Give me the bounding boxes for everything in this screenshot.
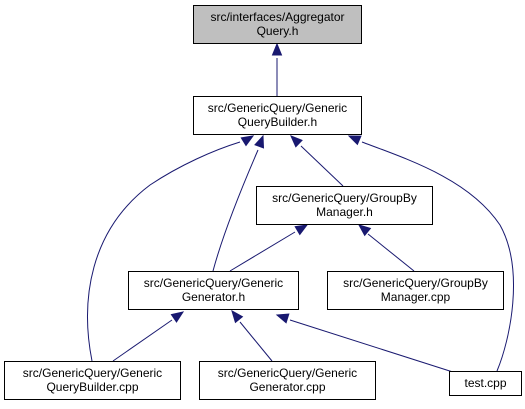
arrowhead: [170, 311, 185, 323]
edge-line: [361, 141, 514, 372]
node-box: [4, 361, 181, 400]
node-label-line: src/GenericQuery/GroupBy: [272, 191, 417, 205]
edge-generic_generator_h-to-group_by_manager_h: [229, 224, 309, 272]
node-box: [256, 186, 433, 225]
node-label-line: QueryBuilder.h: [238, 115, 317, 129]
arrowhead: [231, 309, 244, 324]
edge-generic_query_builder_h-to-aggregator_query_h: [271, 42, 283, 96]
node-label-line: Generator.h: [182, 290, 245, 304]
node-label-line: test.cpp: [464, 376, 506, 390]
node-box: [128, 271, 299, 310]
arrowhead: [290, 135, 303, 148]
node-label-line: src/GenericQuery/GroupBy: [343, 276, 488, 290]
node-box: [193, 96, 362, 135]
node-box: [193, 5, 362, 44]
node-label-line: src/interfaces/Aggregator: [210, 10, 344, 24]
edge-line: [367, 233, 415, 272]
arrowhead: [275, 313, 290, 324]
edge-line: [239, 321, 273, 362]
node-label-line: Manager.cpp: [381, 290, 451, 304]
arrowhead: [271, 42, 283, 56]
node-label-line: src/GenericQuery/Generic: [144, 276, 283, 290]
node-box: [199, 361, 376, 400]
arrowhead: [347, 135, 362, 146]
edge-line: [289, 319, 457, 374]
node-label-line: Query.h: [257, 24, 299, 38]
arrowhead: [254, 134, 265, 149]
edge-line: [229, 231, 296, 272]
node-label-line: Manager.h: [316, 205, 373, 219]
node-label-line: src/GenericQuery/Generic: [208, 101, 347, 115]
edge-line: [300, 145, 344, 187]
arrowhead: [240, 135, 255, 147]
edge-test_cpp-to-generic_generator_h: [275, 313, 457, 374]
node-label-line: src/GenericQuery/Generic: [218, 366, 357, 380]
edge-test_cpp-to-generic_query_builder_h: [347, 135, 514, 372]
node-label-line: src/GenericQuery/Generic: [23, 366, 162, 380]
arrowhead: [294, 224, 309, 236]
edges-layer: [87, 42, 514, 374]
edge-generic_query_builder_cpp-to-generic_generator_h: [112, 311, 185, 362]
node-box: [327, 271, 504, 310]
edge-line: [112, 319, 173, 362]
edge-group_by_manager_cpp-to-group_by_manager_h: [357, 224, 415, 272]
node-test-cpp[interactable]: test.cpp: [449, 371, 522, 396]
node-label-line: Generator.cpp: [249, 380, 325, 394]
edge-line: [212, 149, 259, 272]
arrowhead: [357, 224, 372, 237]
edge-generic_generator_h-to-generic_query_builder_h: [212, 134, 265, 272]
node-box: [449, 371, 522, 396]
edge-generic_generator_cpp-to-generic_generator_h: [231, 309, 273, 362]
edge-group_by_manager_h-to-generic_query_builder_h: [290, 135, 344, 187]
edge-generic_query_builder_cpp-to-generic_query_builder_h: [87, 135, 255, 362]
edge-line: [87, 141, 241, 362]
node-label-line: QueryBuilder.cpp: [46, 380, 138, 394]
